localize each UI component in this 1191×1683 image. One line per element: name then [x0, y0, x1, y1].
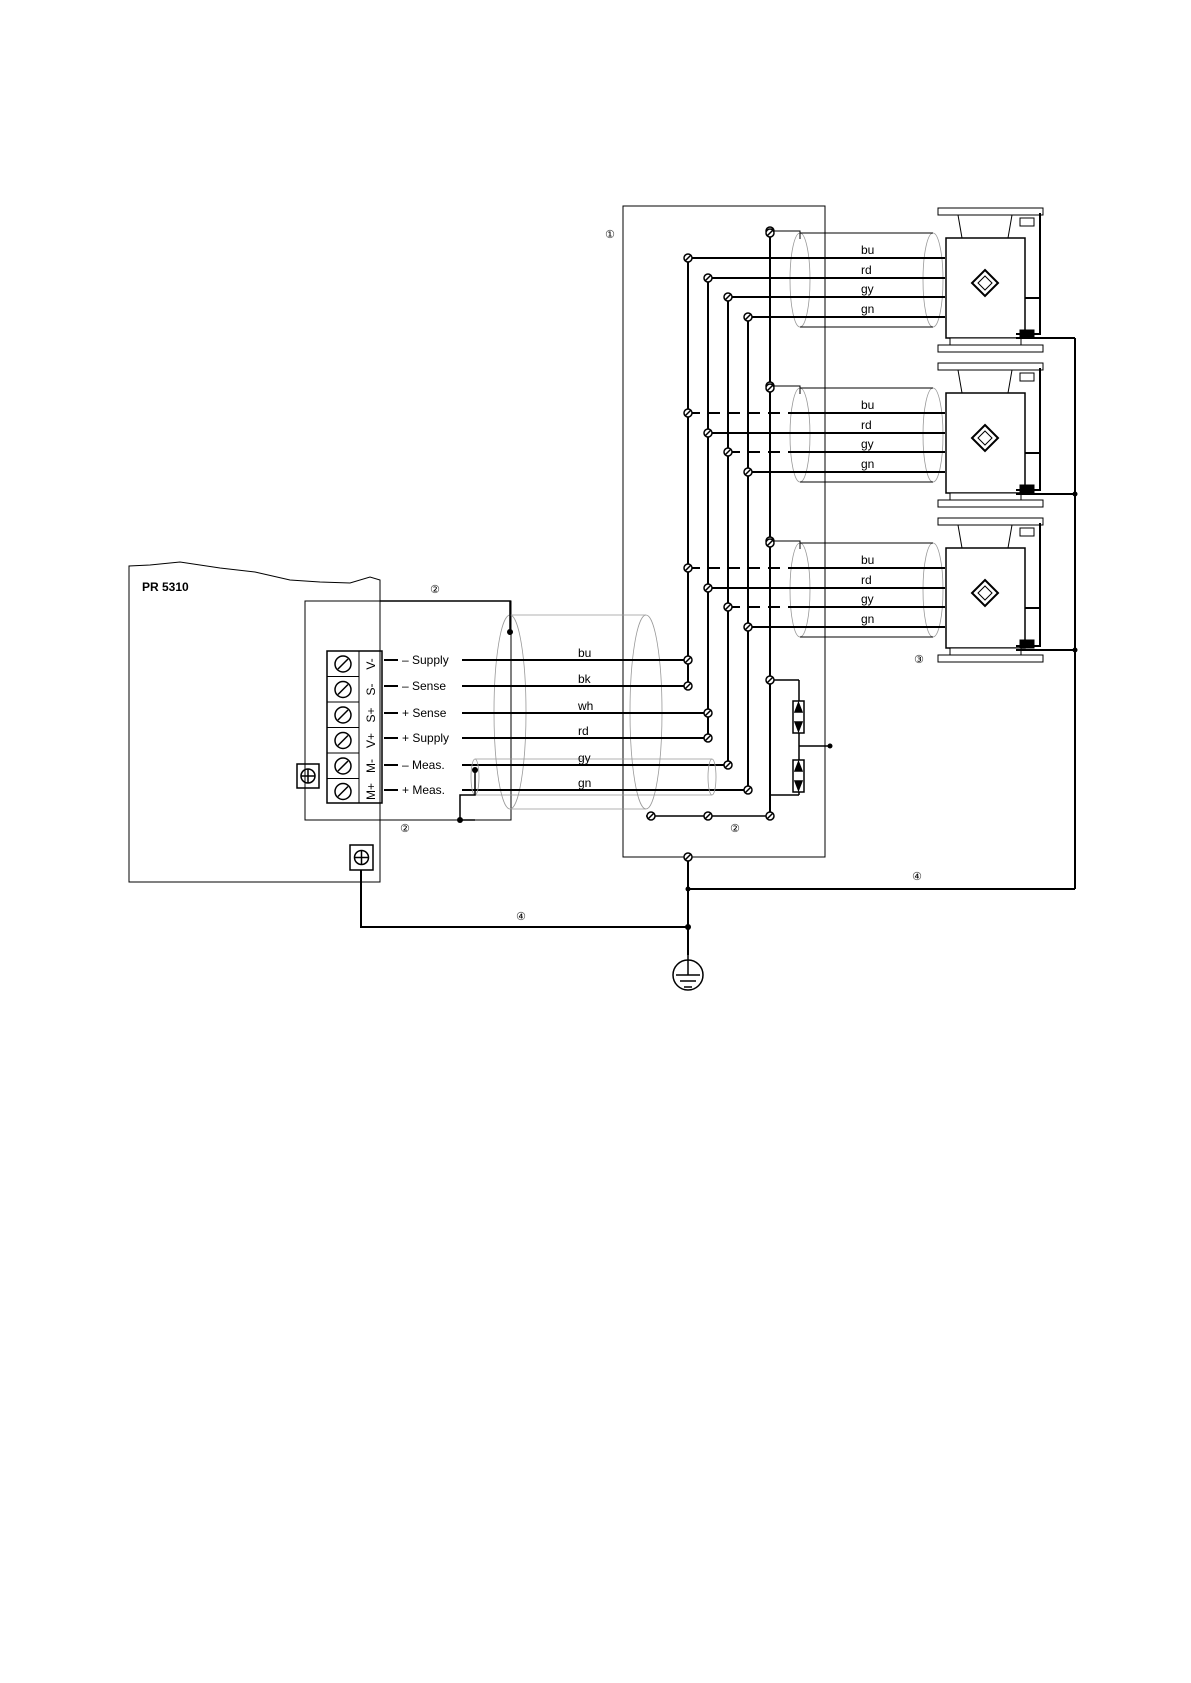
loadcell-groups: bu rd gy gn bu rd gy gn bu rd gy gn	[688, 208, 1043, 662]
junction-screw-icon	[704, 734, 712, 742]
junction-screw-icon	[704, 584, 712, 592]
marker-2-junction: ②	[730, 822, 740, 835]
marker-4-right: ④	[912, 870, 922, 883]
terminal-screw-icon	[335, 733, 351, 749]
junction-bus-bars	[688, 234, 770, 818]
wire-color-label: gn	[861, 302, 874, 316]
terminal-function: + Meas.	[402, 783, 445, 797]
junction-screw-icon	[684, 682, 692, 690]
junction-screw-icon	[684, 254, 692, 262]
ground-terminal-icon	[297, 764, 319, 788]
terminal-screw-icon	[335, 784, 351, 800]
terminal-id: S+	[364, 707, 378, 722]
ground-terminal-icon	[350, 845, 373, 870]
wire-color-label: gn	[861, 612, 874, 626]
loadcell-icon	[938, 208, 1043, 352]
terminal-id: M-	[364, 759, 378, 773]
junction-screw-icon	[744, 468, 752, 476]
loadcell-group: bu rd gy gn	[688, 518, 1043, 662]
junction-screw-icon	[704, 429, 712, 437]
terminal-screw-icon	[335, 656, 351, 672]
cable-color-label: rd	[578, 724, 589, 738]
terminal-screw-icon	[335, 682, 351, 698]
main-cable-wires	[462, 660, 748, 790]
wire-color-label: bu	[861, 398, 874, 412]
wire-color-label: gn	[861, 457, 874, 471]
terminal-function: + Supply	[402, 731, 449, 745]
main-cable-labels: bu bk wh rd gy gn	[577, 646, 593, 790]
junction-screw-icon	[724, 603, 732, 611]
cable-color-label: gn	[578, 776, 591, 790]
junction-screw-icon	[766, 539, 774, 547]
wire-color-label: rd	[861, 263, 872, 277]
terminal-id: V-	[364, 658, 378, 669]
terminal-screw-icon	[335, 707, 351, 723]
junction-screw-icon	[744, 786, 752, 794]
terminal-id: M+	[364, 783, 378, 800]
terminal-function: – Supply	[402, 653, 449, 667]
terminal-id: S-	[364, 683, 378, 695]
wire-color-label: gy	[861, 592, 874, 606]
junction-screw-icon	[704, 812, 712, 820]
pr5310-housing: PR 5310	[129, 562, 380, 882]
device-label: PR 5310	[142, 580, 189, 594]
marker-2-bottom: ②	[400, 822, 410, 835]
cable-color-label: wh	[577, 699, 593, 713]
junction-screw-icon	[684, 853, 692, 861]
loadcell-group: bu rd gy gn	[688, 208, 1043, 352]
marker-2-top: ②	[430, 583, 440, 596]
wire-color-label: bu	[861, 553, 874, 567]
wire-color-label: rd	[861, 418, 872, 432]
terminal-function-labels: – Supply – Sense + Sense + Supply – Meas…	[402, 653, 449, 797]
cable-color-label: gy	[578, 751, 591, 765]
terminal-function: – Sense	[402, 679, 446, 693]
loadcell-group: bu rd gy gn	[688, 363, 1043, 507]
junction-screw-icon	[766, 384, 774, 392]
wire-color-label: gy	[861, 282, 874, 296]
marker-4-left: ④	[516, 910, 526, 923]
terminal-strip: V- S- S+ V+ M- M+	[327, 651, 382, 803]
junction-screw-icon	[704, 274, 712, 282]
wire-color-label: gy	[861, 437, 874, 451]
terminal-id: V+	[364, 733, 378, 748]
junction-screw-icon	[684, 656, 692, 664]
junction-screw-icon	[766, 812, 774, 820]
junction-screw-icon	[724, 293, 732, 301]
loadcell-icon	[938, 363, 1043, 507]
earth-ground-icon	[673, 955, 703, 990]
junction-screw-icon	[704, 709, 712, 717]
junction-screw-icon	[647, 812, 655, 820]
loadcell-icon	[938, 518, 1043, 662]
junction-screw-icon	[724, 448, 732, 456]
surge-arrester-icon	[793, 760, 804, 792]
terminal-function: – Meas.	[402, 758, 445, 772]
terminal-function: + Sense	[402, 706, 447, 720]
marker-3: ③	[914, 653, 924, 666]
junction-screw-icon	[744, 623, 752, 631]
wire-color-label: bu	[861, 243, 874, 257]
terminal-screw-icon	[335, 758, 351, 774]
cable-color-label: bk	[578, 672, 592, 686]
wire-color-label: rd	[861, 573, 872, 587]
junction-screw-icon	[684, 564, 692, 572]
junction-screw-icon	[684, 409, 692, 417]
junction-screw-icon	[766, 676, 774, 684]
junction-screw-icon	[766, 229, 774, 237]
cable-color-label: bu	[578, 646, 591, 660]
surge-arrester-icon	[793, 701, 804, 733]
junction-screw-icon	[724, 761, 732, 769]
junction-screw-icon	[744, 313, 752, 321]
marker-1: ①	[605, 228, 615, 241]
